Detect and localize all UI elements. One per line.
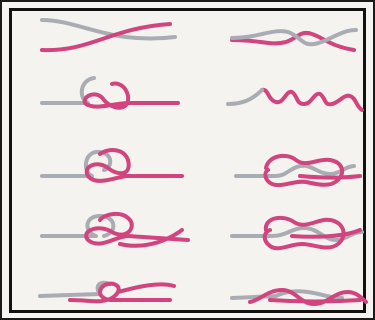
knot-step-left-2 bbox=[42, 78, 178, 108]
knot-step-right-2 bbox=[228, 90, 362, 110]
knot-step-right-1 bbox=[232, 30, 356, 50]
knot-step-right-5 bbox=[232, 290, 366, 304]
knot-step-left-1 bbox=[42, 20, 175, 50]
knot-step-left-4 bbox=[42, 214, 188, 246]
knot-step-left-5 bbox=[40, 283, 174, 302]
knot-step-left-3 bbox=[42, 150, 182, 181]
knot-step-right-4 bbox=[232, 218, 362, 248]
knot-step-right-3 bbox=[236, 156, 360, 185]
